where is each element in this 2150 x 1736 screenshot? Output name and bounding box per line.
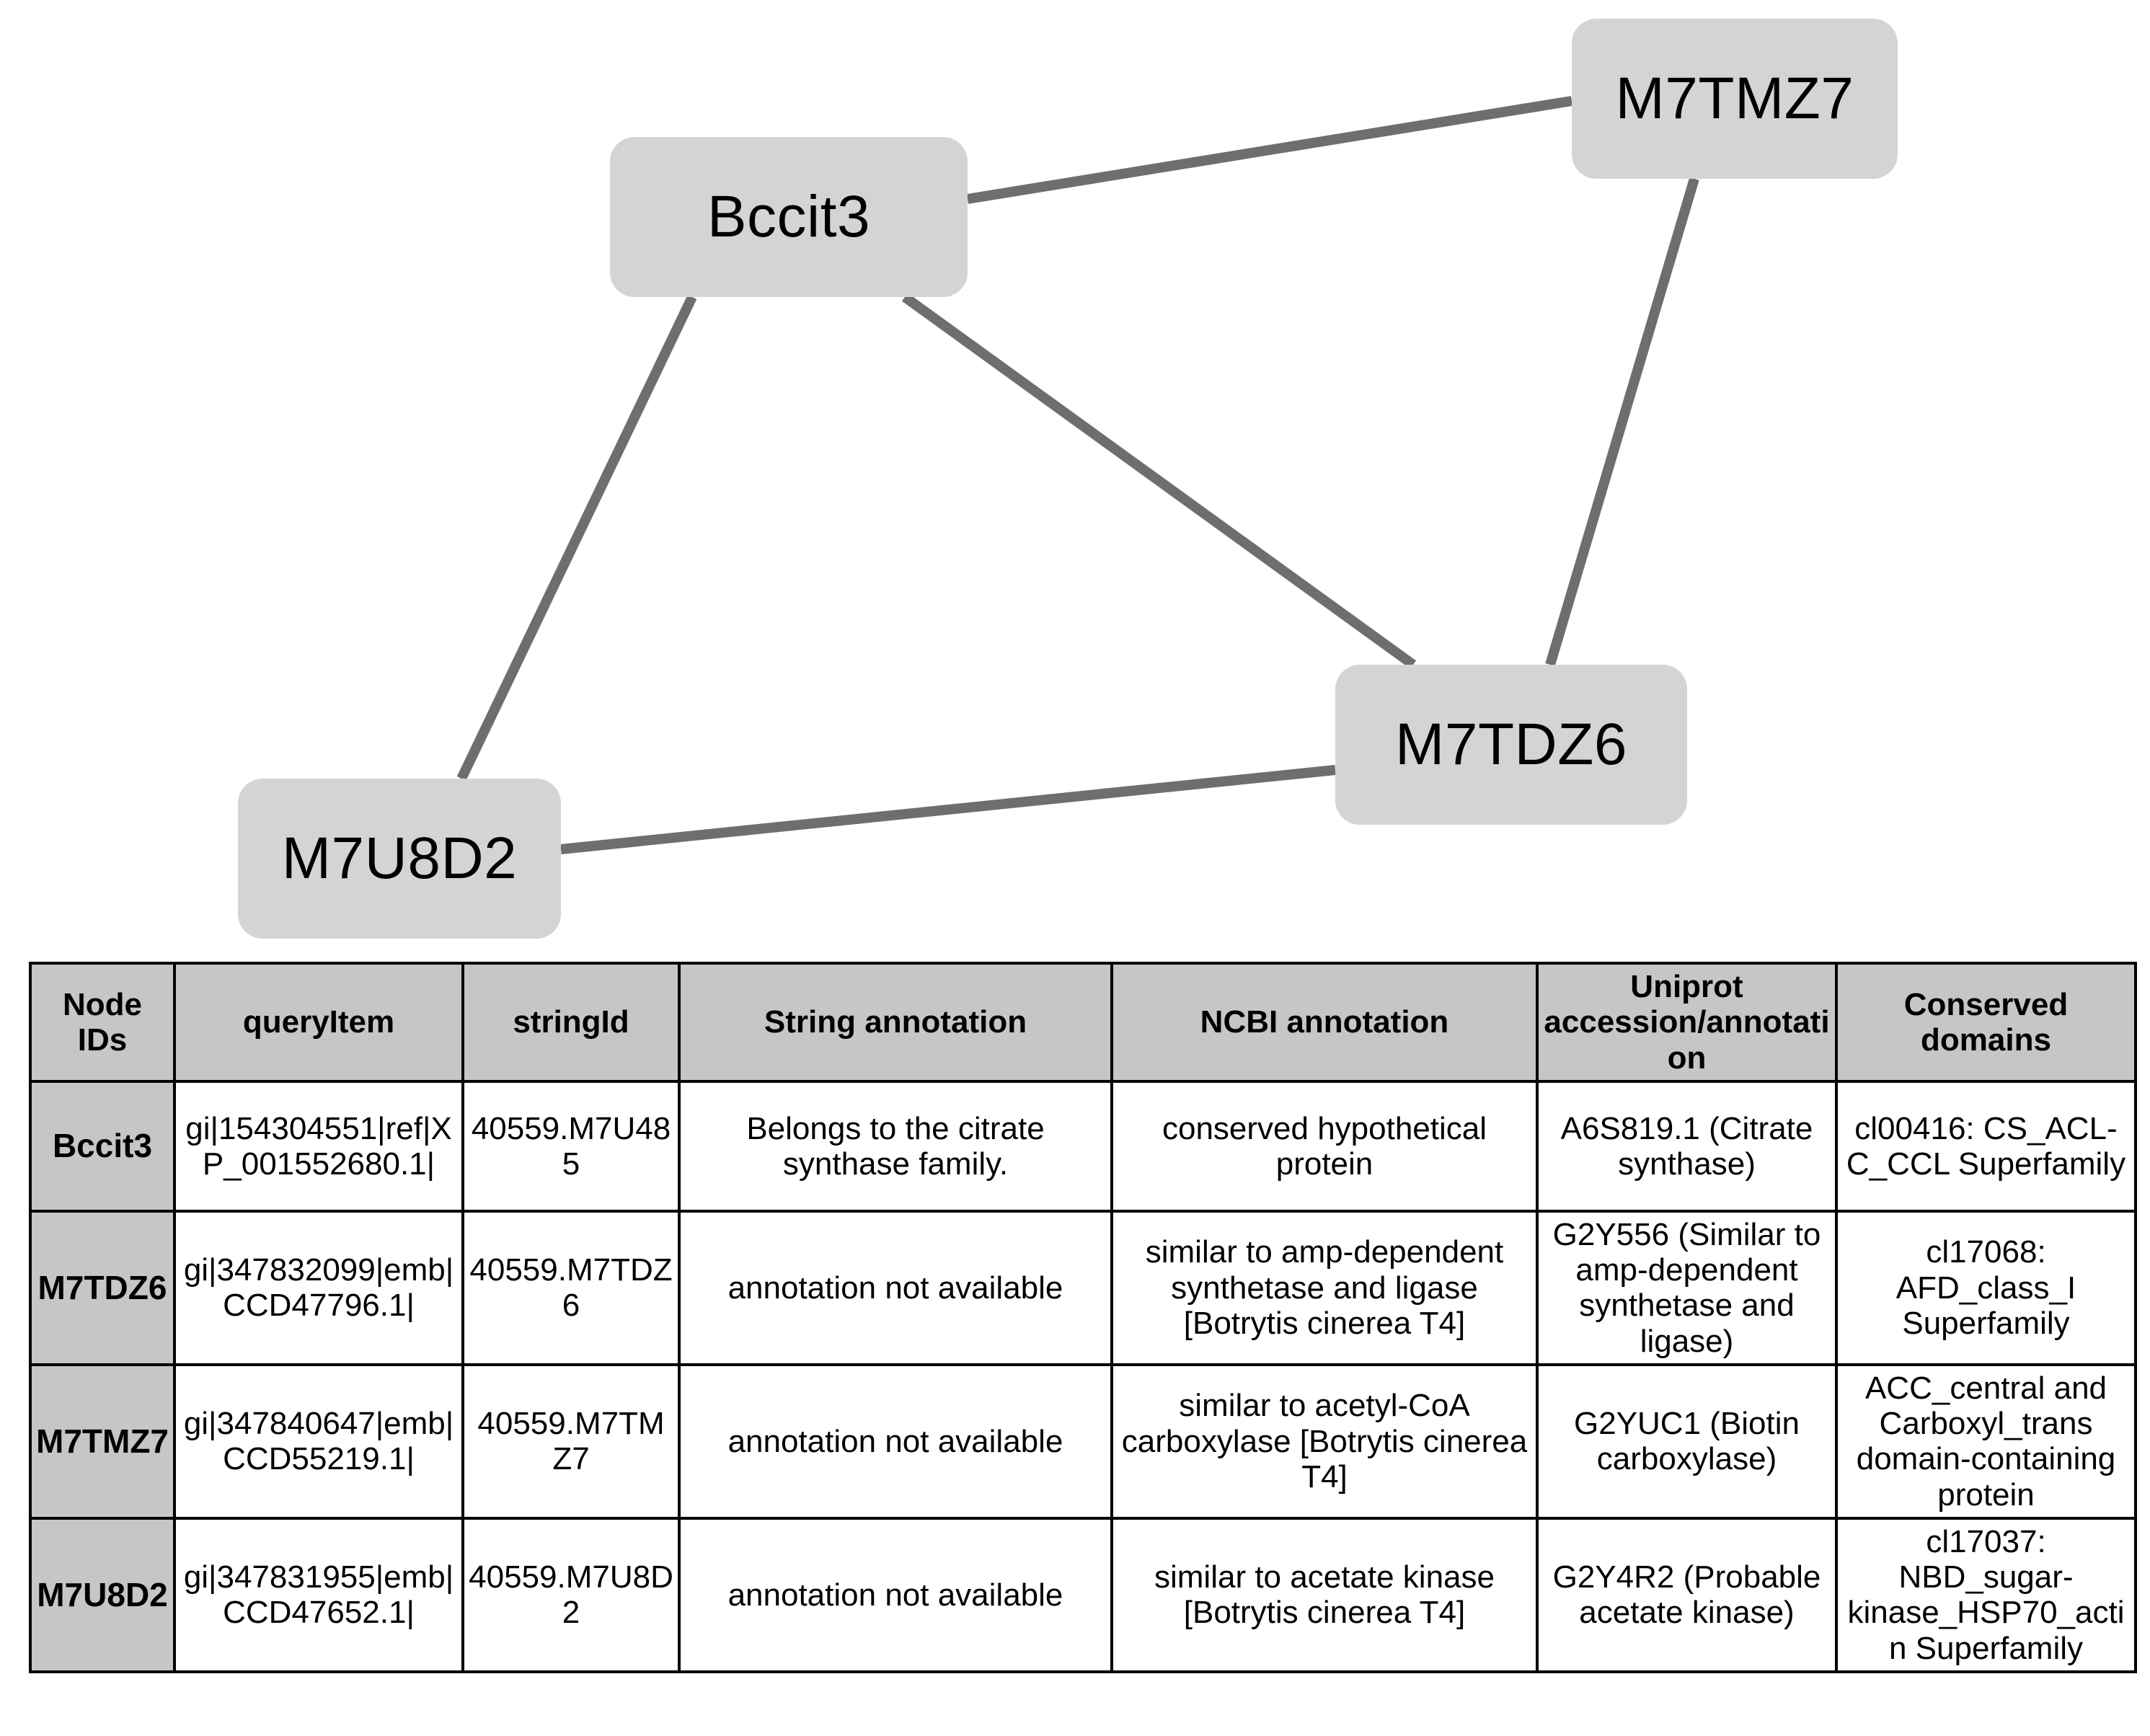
protein-interaction-network: Bccit3 M7TMZ7 M7TDZ6 M7U8D2 <box>238 19 1898 939</box>
cell-string-annotation: annotation not available <box>678 1209 1113 1366</box>
table-row: Bccit3 gi|154304551|ref|XP_001552680.1| … <box>29 1079 2137 1213</box>
edge-bccit3-m7u8d2 <box>456 294 697 781</box>
cell-conserved-domains: cl17037: NBD_sugar-kinase_HSP70_actin Su… <box>1835 1516 2137 1673</box>
cell-string-id: 40559.M7TDZ6 <box>461 1209 681 1366</box>
network-node-m7tmz7[interactable]: M7TMZ7 <box>1572 19 1898 179</box>
cell-query-item: gi|154304551|ref|XP_001552680.1| <box>173 1079 464 1213</box>
cell-query-item: gi|347832099|emb|CCD47796.1| <box>173 1209 464 1366</box>
edge-bccit3-m7tmz7 <box>966 96 1573 204</box>
table-row: M7TDZ6 gi|347832099|emb|CCD47796.1| 4055… <box>29 1209 2137 1366</box>
cell-string-id: 40559.M7U485 <box>461 1079 681 1213</box>
cell-string-annotation: annotation not available <box>678 1516 1113 1673</box>
cell-ncbi-annotation: similar to acetyl-CoA carboxylase [Botry… <box>1110 1363 1539 1520</box>
cell-node-id: Bccit3 <box>29 1079 176 1213</box>
cell-string-annotation: Belongs to the citrate synthase family. <box>678 1079 1113 1213</box>
cell-conserved-domains: cl00416: CS_ACL-C_CCL Superfamily <box>1835 1079 2137 1213</box>
cell-node-id: M7U8D2 <box>29 1516 176 1673</box>
node-label: M7U8D2 <box>281 825 518 891</box>
cell-ncbi-annotation: similar to amp-dependent synthetase and … <box>1110 1209 1539 1366</box>
cell-string-id: 40559.M7TMZ7 <box>461 1363 681 1520</box>
cell-uniprot: G2Y4R2 (Probable acetate kinase) <box>1536 1516 1838 1673</box>
column-header-conserved-domains: Conserved domains <box>1835 962 2137 1083</box>
table-row: M7U8D2 gi|347831955|emb|CCD47652.1| 4055… <box>29 1516 2137 1673</box>
column-header-string-id: stringId <box>461 962 681 1083</box>
edge-m7tmz7-m7tdz6 <box>1545 177 1699 666</box>
column-header-string-annotation: String annotation <box>678 962 1113 1083</box>
cell-node-id: M7TMZ7 <box>29 1363 176 1520</box>
table-row: M7TMZ7 gi|347840647|emb|CCD55219.1| 4055… <box>29 1363 2137 1520</box>
network-edges <box>456 96 1699 854</box>
cell-node-id: M7TDZ6 <box>29 1209 176 1366</box>
table-header-row: Node IDs queryItem stringId String annot… <box>29 962 2137 1083</box>
cell-query-item: gi|347831955|emb|CCD47652.1| <box>173 1516 464 1673</box>
cell-uniprot: G2Y556 (Similar to amp-dependent synthet… <box>1536 1209 1838 1366</box>
column-header-node-ids: Node IDs <box>29 962 176 1083</box>
network-node-m7tdz6[interactable]: M7TDZ6 <box>1335 665 1687 825</box>
cell-query-item: gi|347840647|emb|CCD55219.1| <box>173 1363 464 1520</box>
node-label: M7TDZ6 <box>1395 712 1627 777</box>
cell-ncbi-annotation: conserved hypothetical protein <box>1110 1079 1539 1213</box>
edge-m7tdz6-m7u8d2 <box>560 765 1336 854</box>
column-header-ncbi-annotation: NCBI annotation <box>1110 962 1539 1083</box>
cell-ncbi-annotation: similar to acetate kinase [Botrytis cine… <box>1110 1516 1539 1673</box>
cell-uniprot: G2YUC1 (Biotin carboxylase) <box>1536 1363 1838 1520</box>
network-node-bccit3[interactable]: Bccit3 <box>610 137 968 297</box>
node-label: Bccit3 <box>707 184 871 249</box>
cell-string-id: 40559.M7U8D2 <box>461 1516 681 1673</box>
node-label: M7TMZ7 <box>1615 66 1854 131</box>
annotation-table-wrapper: Node IDs queryItem stringId String annot… <box>29 962 2137 1673</box>
cell-conserved-domains: ACC_central and Carboxyl_trans domain-co… <box>1835 1363 2137 1520</box>
column-header-uniprot: Uniprot accession/annotation <box>1536 962 1838 1083</box>
cell-uniprot: A6S819.1 (Citrate synthase) <box>1536 1079 1838 1213</box>
cell-conserved-domains: cl17068: AFD_class_I Superfamily <box>1835 1209 2137 1366</box>
cell-string-annotation: annotation not available <box>678 1363 1113 1520</box>
column-header-query-item: queryItem <box>173 962 464 1083</box>
network-node-m7u8d2[interactable]: M7U8D2 <box>238 779 561 939</box>
edge-bccit3-m7tdz6 <box>901 293 1417 669</box>
annotation-table: Node IDs queryItem stringId String annot… <box>29 962 2137 1673</box>
